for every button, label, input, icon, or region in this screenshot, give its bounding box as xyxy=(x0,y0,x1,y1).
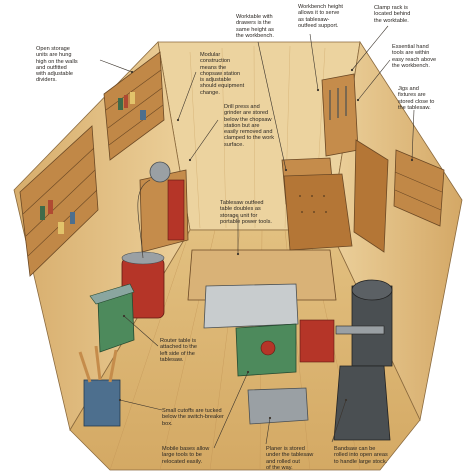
hand-tools-rack xyxy=(321,73,359,157)
callout-small-cutoffs: Small cutoffs are tucked below the switc… xyxy=(162,408,224,427)
chopsaw-station xyxy=(139,161,189,253)
callout-mobile-bases: Mobile bases allow large tools to be rel… xyxy=(162,446,210,465)
tablesaw xyxy=(187,249,337,377)
bandsaw xyxy=(333,279,393,441)
callout-outfeed-table: Tablesaw outfeed table doubles as storag… xyxy=(220,200,272,225)
callout-hand-tools: Essential hand tools are within easy rea… xyxy=(392,44,437,69)
left-wall-storage-units xyxy=(19,51,165,277)
cutoffs-bin xyxy=(78,345,121,427)
storage-unit-lower xyxy=(19,125,99,277)
callout-jigs: Jigs and fixtures are stored close to th… xyxy=(398,86,435,111)
callout-planer: Planer is stored under the tablesaw and … xyxy=(266,446,314,471)
tablesaw-top xyxy=(203,283,299,329)
planer xyxy=(247,387,309,425)
router-table xyxy=(89,283,135,353)
callout-modular-construction: Modular construction means the chopsaw s… xyxy=(200,52,245,96)
jigs-shelving xyxy=(353,139,445,253)
callout-drill-press: Drill press and grinder are stored below… xyxy=(224,104,275,148)
callout-router-table: Router table is attached to the left sid… xyxy=(160,338,198,363)
callout-open-storage: Open storage units are hung high on the … xyxy=(36,46,78,84)
callout-worktable: Worktable with drawers is the same heigh… xyxy=(236,14,274,39)
callout-clamp-rack: Clamp rack is located behind the worktab… xyxy=(374,5,411,24)
chopsaw-cabinet-red xyxy=(167,179,185,241)
worktable-and-workbench xyxy=(281,157,353,251)
callout-bandsaw: Bandsaw can be rolled into open areas to… xyxy=(334,446,388,465)
chopsaw-blade xyxy=(149,161,171,183)
callout-leaders xyxy=(99,25,415,449)
callout-workbench-height: Workbench height allows it to serve as t… xyxy=(298,4,343,29)
workbench xyxy=(283,173,353,251)
